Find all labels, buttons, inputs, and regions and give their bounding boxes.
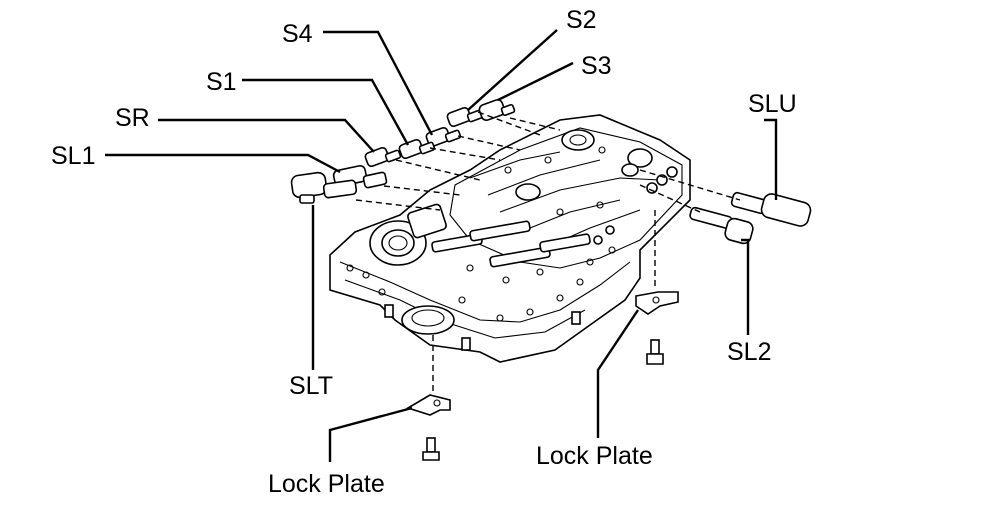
label-s4: S4 <box>282 20 313 48</box>
label-sl1: SL1 <box>51 142 95 170</box>
lock-plate-right <box>635 291 679 315</box>
solenoid-s2 <box>446 106 484 128</box>
solenoid-s1 <box>398 138 436 160</box>
label-sr: SR <box>115 104 150 132</box>
valve-body <box>329 114 691 363</box>
solenoid-s4 <box>425 126 462 148</box>
bolt-right <box>646 339 664 365</box>
solenoid-sl2 <box>689 206 754 245</box>
solenoid-sr <box>364 146 402 168</box>
leader-lines <box>105 29 778 462</box>
solenoid-slu <box>730 191 812 227</box>
label-s1: S1 <box>206 68 237 96</box>
label-lock-plate-right: Lock Plate <box>536 442 653 470</box>
bolt-left <box>422 437 440 461</box>
label-sl2: SL2 <box>727 338 771 366</box>
label-lock-plate-left: Lock Plate <box>268 470 385 498</box>
lock-plate-left <box>406 394 451 416</box>
label-s3: S3 <box>581 52 612 80</box>
label-slu: SLU <box>748 90 797 118</box>
solenoid-s3 <box>478 98 516 122</box>
solenoid-slt <box>290 171 358 204</box>
assembly-lines <box>355 111 741 392</box>
label-slt: SLT <box>289 372 333 400</box>
label-s2: S2 <box>566 6 597 34</box>
